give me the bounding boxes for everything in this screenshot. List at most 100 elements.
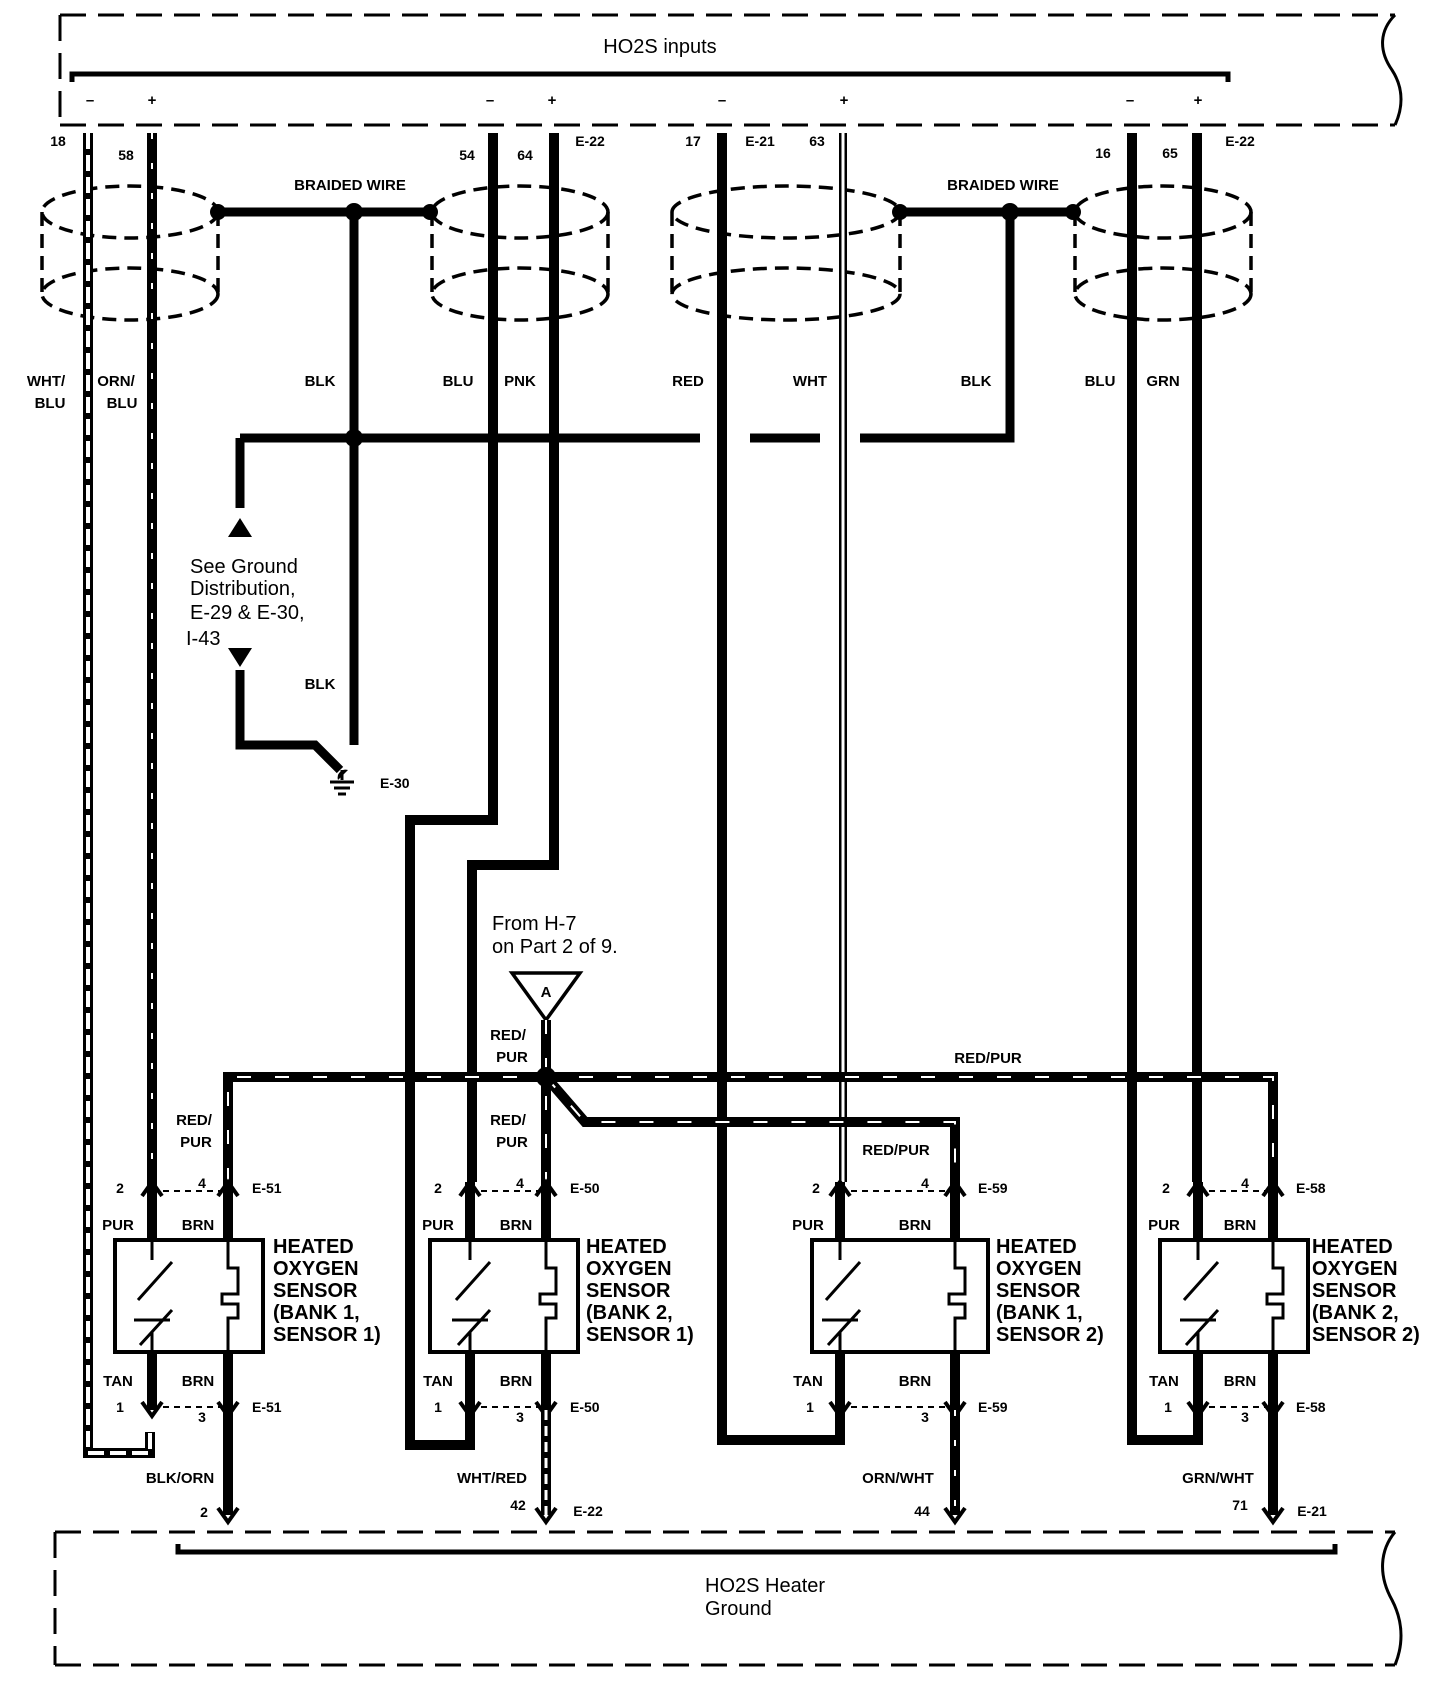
sensor2-pin-1: 1 (434, 1399, 442, 1415)
ecm-input-bracket (69, 71, 1231, 82)
wire-blu-2 (1127, 133, 1203, 1445)
wire-label-grn: GRN (1146, 373, 1179, 390)
sensor4-pin-2: 2 (1162, 1180, 1170, 1196)
wire-label-wht: WHT (793, 373, 827, 390)
top-pin-54: 54 (459, 147, 475, 163)
sensor4-wire-pur: PUR (1148, 1217, 1180, 1234)
polarity-c3-pos: + (840, 92, 849, 109)
wire-label-red: RED (672, 373, 704, 390)
sensor-bank2-sensor1: 2 4 E-50 PUR BRN TAN BRN 1 3 E-50 HEATED… (422, 1175, 694, 1425)
wire-label-wht-blu-2: BLU (35, 395, 66, 412)
top-pin-58: 58 (118, 147, 134, 163)
bottom-pin-44: 44 (914, 1503, 930, 1519)
wire-label-blu-1: BLU (443, 373, 474, 390)
wire-red-pur (223, 1020, 1278, 1182)
sensor2-wire-brn-top: BRN (500, 1217, 533, 1234)
wire-label-wht-red: WHT/RED (457, 1470, 527, 1487)
wire-pnk (467, 133, 559, 1182)
top-pin-64: 64 (517, 147, 533, 163)
sensor2-title-5: SENSOR 1) (586, 1324, 694, 1346)
polarity-c3-neg: – (718, 92, 726, 109)
ecm-ground-bracket (175, 1544, 1338, 1555)
wire-label-red-pur-b1: RED/ (176, 1112, 213, 1129)
top-conn-e22-a: E-22 (575, 133, 605, 149)
ecm-input-box (58, 13, 1395, 127)
sensor3-pin-1: 1 (806, 1399, 814, 1415)
wire-label-red-pur-c1: RED/ (490, 1112, 527, 1129)
wire-label-orn-wht: ORN/WHT (862, 1470, 934, 1487)
wire-label-blk-1: BLK (305, 373, 336, 390)
sensor2-title-4: (BANK 2, (586, 1302, 673, 1324)
sensor3-title-5: SENSOR 2) (996, 1324, 1104, 1346)
top-pin-17: 17 (685, 133, 701, 149)
ecm-input-title: HO2S inputs (603, 36, 716, 58)
from-note-line-2: on Part 2 of 9. (492, 936, 618, 958)
ecm-ground-box-break (1381, 1531, 1403, 1666)
sensor3-pin-4: 4 (921, 1175, 929, 1191)
sensor3-title-2: OXYGEN (996, 1258, 1082, 1280)
ecm-ground-box (53, 1530, 1395, 1667)
top-conn-e21: E-21 (745, 133, 775, 149)
ecm-ground-title-1: HO2S Heater (705, 1575, 825, 1597)
from-note-line-1: From H-7 (492, 913, 576, 935)
bottom-pin-arrows (216, 1506, 1285, 1526)
bottom-pin-42: 42 (510, 1497, 526, 1513)
sensor4-title-4: (BANK 2, (1312, 1302, 1399, 1324)
sensor3-pin-3: 3 (921, 1409, 929, 1425)
sensor4-title-1: HEATED (1312, 1236, 1393, 1258)
polarity-c1-pos: + (148, 92, 157, 109)
sensor2-title-3: SENSOR (586, 1280, 671, 1302)
sensor4-wire-tan: TAN (1149, 1373, 1179, 1390)
sensor1-pin-3: 3 (198, 1409, 206, 1425)
sensor2-wire-brn-bot: BRN (500, 1373, 533, 1390)
wire-red (717, 133, 845, 1445)
sensor-bank2-sensor2: 2 4 E-58 PUR BRN TAN BRN 1 3 E-58 HEATED… (1148, 1175, 1420, 1425)
ecm-ground-title-2: Ground (705, 1598, 772, 1620)
sensor1-title-3: SENSOR (273, 1280, 358, 1302)
sensor3-wire-pur: PUR (792, 1217, 824, 1234)
ground-label: E-30 (380, 775, 410, 791)
sensor4-pin-3: 3 (1241, 1409, 1249, 1425)
wire-label-red-pur-d: RED/PUR (862, 1142, 930, 1159)
sensor4-wire-brn-top: BRN (1224, 1217, 1257, 1234)
sensor4-title-2: OXYGEN (1312, 1258, 1398, 1280)
polarity-c2-neg: – (486, 92, 494, 109)
sensor1-title-1: HEATED (273, 1236, 354, 1258)
sensor2-wire-pur: PUR (422, 1217, 454, 1234)
ecm-input-box-break (1381, 13, 1403, 126)
bottom-pin-2: 2 (200, 1504, 208, 1520)
sensor2-pin-4: 4 (516, 1175, 524, 1191)
sensor1-conn-top: E-51 (252, 1180, 282, 1196)
top-pin-63: 63 (809, 133, 825, 149)
wire-label-pnk: PNK (504, 373, 536, 390)
wire-label-red-pur-c2: PUR (496, 1134, 528, 1151)
sensor4-pin-4: 4 (1241, 1175, 1249, 1191)
ground-note-line-1: See Ground (190, 556, 298, 578)
ground-note-line-4: I-43 (186, 628, 220, 650)
sensor1-pin-4: 4 (198, 1175, 206, 1191)
wire-label-blu-2: BLU (1085, 373, 1116, 390)
wire-wht-blu (83, 133, 155, 1458)
sensor1-title-4: (BANK 1, (273, 1302, 360, 1324)
wire-label-blk-2: BLK (961, 373, 992, 390)
connector-a: A (508, 971, 584, 1023)
wire-label-red-pur-top: RED/PUR (954, 1050, 1022, 1067)
braided-drain-wires (218, 207, 1073, 774)
sensor1-title-2: OXYGEN (273, 1258, 359, 1280)
sensor4-wire-brn-bot: BRN (1224, 1373, 1257, 1390)
bottom-pin-71: 71 (1232, 1497, 1248, 1513)
sensor1-title-5: SENSOR 1) (273, 1324, 381, 1346)
sensor2-conn-top: E-50 (570, 1180, 600, 1196)
polarity-c4-neg: – (1126, 92, 1134, 109)
sensor1-pin-2: 2 (116, 1180, 124, 1196)
ground-arrow-down (228, 648, 252, 667)
top-conn-e22-b: E-22 (1225, 133, 1255, 149)
sensor3-title-4: (BANK 1, (996, 1302, 1083, 1324)
wire-label-red-pur-b2: PUR (180, 1134, 212, 1151)
top-pin-18: 18 (50, 133, 66, 149)
bottom-conn-e22: E-22 (573, 1503, 603, 1519)
braided-wire-label-1: BRAIDED WIRE (294, 177, 406, 194)
bottom-conn-e21: E-21 (1297, 1503, 1327, 1519)
wire-label-wht-blu-1: WHT/ (27, 373, 66, 390)
